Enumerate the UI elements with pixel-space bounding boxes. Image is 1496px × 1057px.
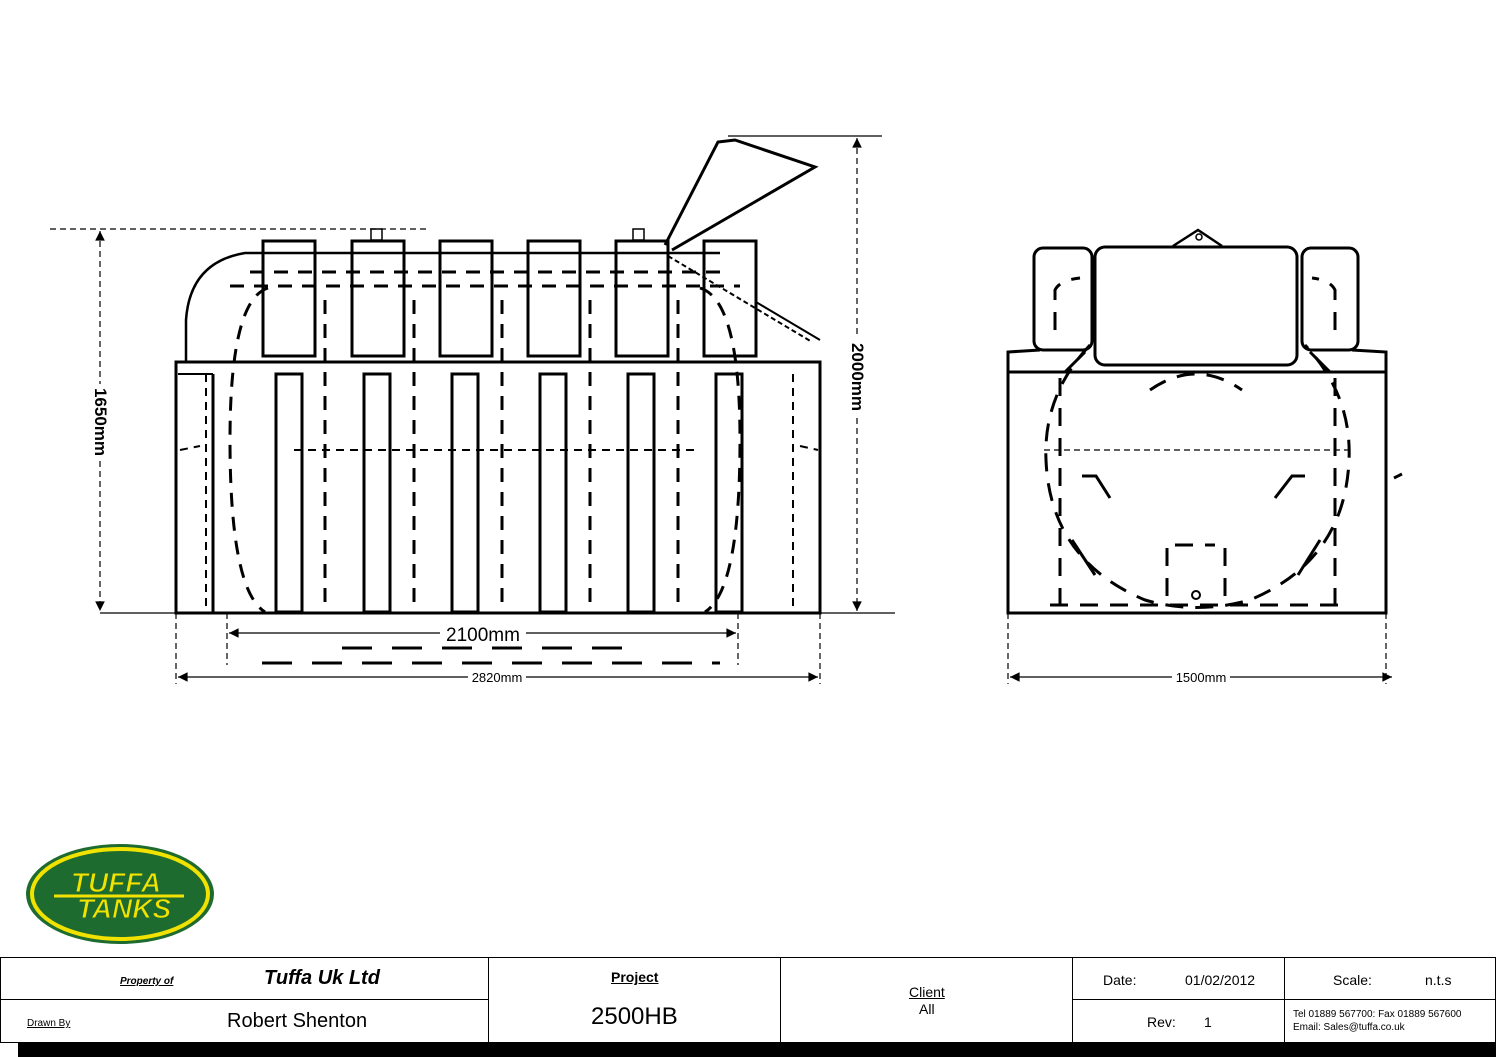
scale-cell: Scale: n.t.s bbox=[1284, 957, 1496, 1000]
contact-cell: Tel 01889 567700: Fax 01889 567600 Email… bbox=[1284, 999, 1496, 1043]
rev-cell: Rev: 1 bbox=[1072, 999, 1285, 1043]
drawn-by-cell: Drawn By Robert Shenton bbox=[0, 999, 489, 1043]
logo-text-tuffa: TUFFA bbox=[71, 867, 161, 898]
scale-label: Scale: bbox=[1333, 972, 1372, 988]
drawn-by-label: Drawn By bbox=[27, 1018, 71, 1029]
drawn-by-name: Robert Shenton bbox=[227, 1010, 368, 1032]
rev-value: 1 bbox=[1204, 1014, 1212, 1030]
date-label: Date: bbox=[1103, 972, 1137, 988]
date-value: 01/02/2012 bbox=[1185, 972, 1256, 988]
dim-2000: 2000mm bbox=[848, 343, 867, 411]
rev-label: Rev: bbox=[1147, 1014, 1176, 1030]
technical-drawing: 2100mm 2820mm 1650mm 2000mm bbox=[50, 135, 1403, 685]
client-value: All bbox=[919, 1001, 935, 1017]
client-cell: Client All bbox=[780, 957, 1073, 1043]
tuffa-tanks-logo: TUFFA TANKS bbox=[26, 844, 214, 944]
contact-phone: Tel 01889 567700: Fax 01889 567600 bbox=[1293, 1009, 1462, 1020]
date-cell: Date: 01/02/2012 bbox=[1072, 957, 1285, 1000]
property-label: Property of bbox=[120, 976, 174, 987]
contact-email: Email: Sales@tuffa.co.uk bbox=[1293, 1022, 1405, 1033]
dim-1650: 1650mm bbox=[91, 388, 110, 456]
bottom-border-bar bbox=[18, 1043, 1496, 1057]
project-value: 2500HB bbox=[591, 1003, 678, 1030]
end-view bbox=[1006, 228, 1403, 615]
scale-value: n.t.s bbox=[1425, 972, 1452, 988]
client-label: Client bbox=[909, 984, 945, 1000]
property-cell: Property of Tuffa Uk Ltd bbox=[0, 957, 489, 1000]
dim-2100: 2100mm bbox=[446, 625, 520, 646]
company-name: Tuffa Uk Ltd bbox=[264, 967, 380, 989]
project-label: Project bbox=[611, 969, 659, 985]
dim-1500: 1500mm bbox=[1176, 670, 1227, 685]
logo-text-tanks: TANKS bbox=[77, 893, 172, 924]
dim-2820: 2820mm bbox=[472, 670, 523, 685]
side-view bbox=[174, 138, 822, 665]
project-cell: Project 2500HB bbox=[488, 957, 781, 1043]
title-block: Property of Tuffa Uk Ltd Drawn By Robert… bbox=[0, 957, 1496, 1043]
